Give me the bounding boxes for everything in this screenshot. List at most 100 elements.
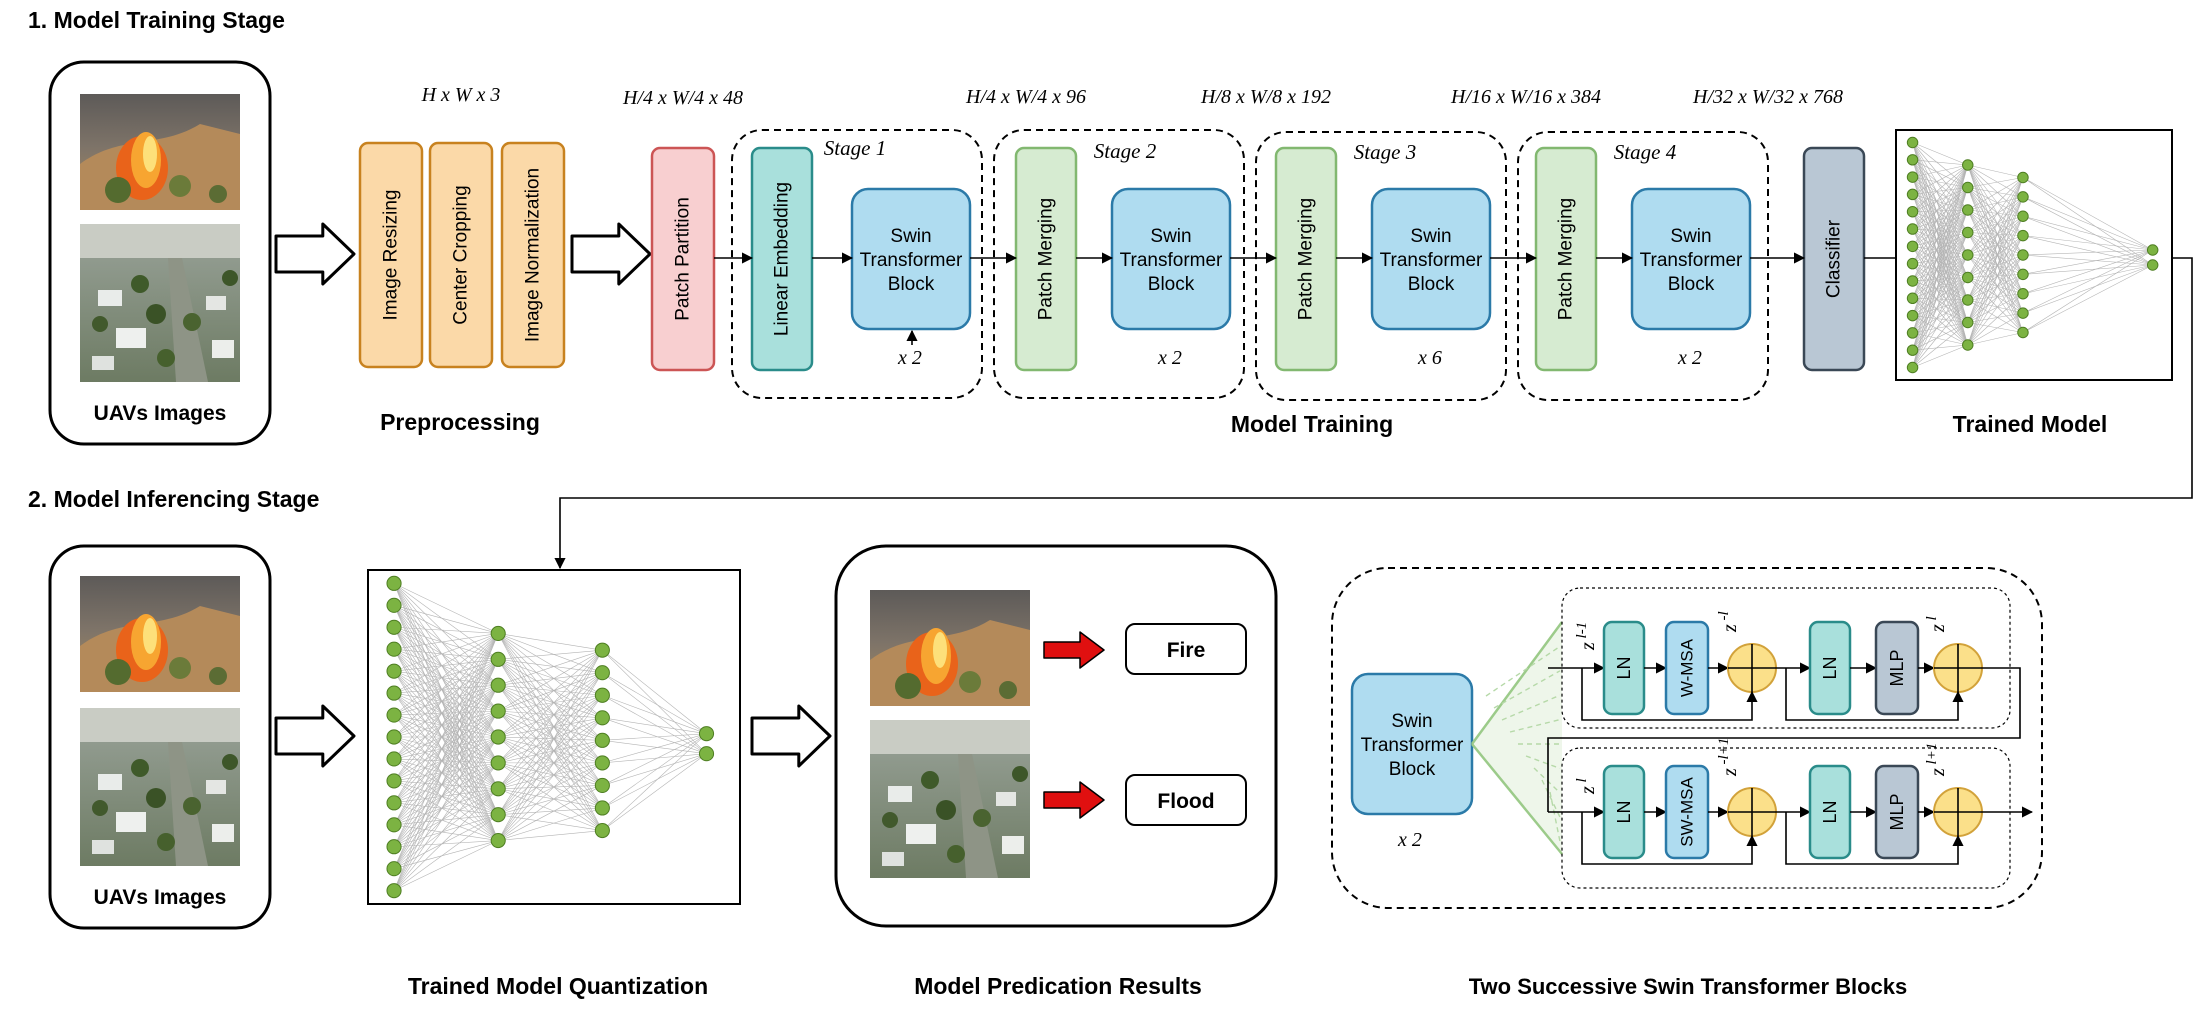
edge: [498, 659, 603, 719]
edge: [393, 710, 499, 825]
stage-label-2: Stage 2: [1094, 139, 1157, 163]
neuron: [1906, 309, 1919, 322]
edge: [498, 762, 603, 786]
neuron: [1962, 339, 1974, 351]
neuron: [2146, 244, 2159, 256]
edge: [1967, 177, 2024, 233]
edge: [1912, 164, 1969, 264]
edge: [393, 659, 499, 804]
edge: [1912, 194, 1969, 301]
edge: [498, 684, 603, 719]
training-fire-image-picture: [80, 94, 240, 210]
edge: [394, 840, 499, 848]
edge: [1912, 176, 1969, 278]
edge: [393, 762, 499, 869]
edge: [393, 714, 499, 841]
edge: [602, 717, 707, 734]
edge: [498, 649, 603, 738]
patch-merging-2-label: Patch Merging: [1036, 198, 1057, 321]
edge: [393, 762, 499, 804]
neuron: [1906, 275, 1919, 287]
edge: [393, 788, 499, 891]
edge: [393, 710, 499, 891]
edge: [393, 762, 499, 847]
edge: [1912, 164, 1968, 178]
edge: [1967, 332, 2024, 346]
edge: [393, 633, 499, 672]
neuron: [386, 861, 402, 877]
edge: [1967, 254, 2024, 301]
edge: [1912, 280, 1968, 346]
edge: [1912, 159, 1969, 278]
swin-block-stage-4-line: Swin: [1670, 226, 1711, 247]
neuron: [1906, 344, 1919, 356]
edge: [1967, 164, 2024, 294]
edge: [1967, 235, 2024, 301]
edge: [498, 684, 603, 764]
edge: [393, 780, 499, 841]
neuron: [594, 687, 610, 703]
edge: [393, 788, 499, 848]
edge: [393, 685, 499, 804]
edge: [1967, 274, 2024, 301]
training-flow-arrow-1: [274, 222, 356, 286]
dimension-label-5: H/32 x W/32 x 768: [1692, 86, 1843, 108]
edge: [1967, 164, 2024, 178]
neuron: [594, 710, 610, 726]
edge: [1967, 196, 2024, 256]
swin-block-stage-2-line: Block: [1148, 274, 1195, 295]
edge: [2022, 177, 2153, 251]
edge: [1912, 187, 1968, 247]
patch-merging-3: Patch Merging: [1274, 146, 1338, 372]
result-flood-image: [870, 720, 1030, 878]
edge: [498, 684, 603, 696]
edge: [393, 736, 499, 782]
edge: [1967, 187, 2024, 236]
inference-fire-image: [80, 576, 240, 692]
swin-row-2-z-in: z l: [1574, 778, 1599, 795]
edge: [1912, 344, 1968, 368]
edge: [1967, 293, 2024, 346]
edge: [2022, 264, 2153, 314]
edge: [498, 785, 603, 815]
edge: [1912, 209, 1968, 264]
edge: [393, 670, 499, 815]
edge: [393, 583, 499, 686]
edge: [1967, 196, 2024, 233]
edge: [1912, 187, 1969, 316]
edge: [498, 807, 603, 815]
edge: [1967, 254, 2024, 333]
edge: [1912, 187, 1968, 213]
fan-hatch: [1525, 755, 1561, 770]
neuron: [1906, 171, 1919, 183]
edge: [497, 740, 603, 841]
edge: [1912, 211, 1968, 233]
neuron: [1962, 271, 1974, 284]
swin-row-2-residual-2: [1785, 812, 1964, 865]
edge: [393, 649, 499, 764]
edge: [393, 736, 499, 869]
edge: [497, 659, 603, 764]
edge: [393, 736, 499, 804]
edge: [498, 740, 603, 764]
edge: [1967, 254, 2024, 323]
edge: [497, 649, 603, 815]
edge: [2022, 235, 2153, 266]
stage-repeat-3: x 6: [1417, 347, 1442, 369]
edge: [497, 633, 603, 764]
swin-row-1-sum-1: [1727, 643, 1777, 693]
flood-result-label: Flood: [1157, 790, 1214, 813]
edge: [602, 753, 707, 764]
edge: [2022, 264, 2153, 295]
patch-merging-4-label: Patch Merging: [1556, 198, 1577, 321]
edge: [1967, 209, 2024, 256]
preprocessing-step-1-box: [428, 141, 494, 369]
edge: [1912, 159, 1968, 211]
edge: [393, 685, 499, 869]
edge: [497, 685, 603, 809]
preprocessing-step-2-label: Image Normalization: [523, 168, 544, 342]
edge: [1967, 254, 2024, 294]
edge: [497, 633, 603, 809]
edge: [1967, 274, 2024, 346]
edge: [1912, 228, 1968, 278]
